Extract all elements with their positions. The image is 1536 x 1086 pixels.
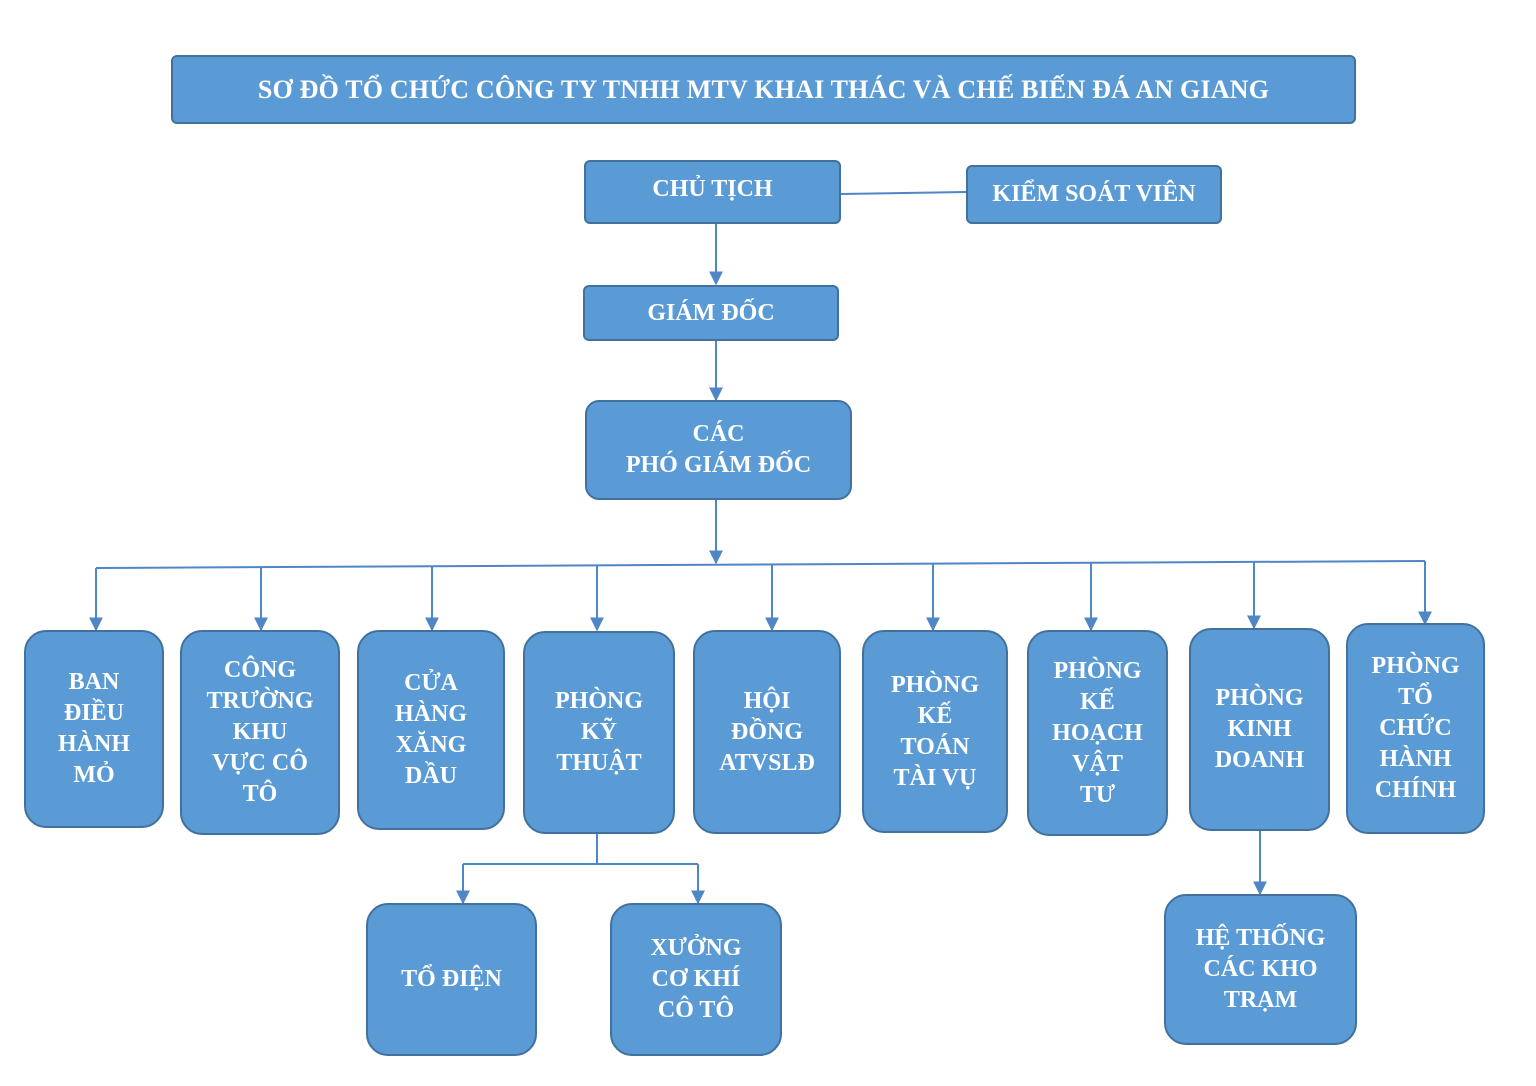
node-planning-dept-label: PHÒNG KẾ HOẠCH VẬT TƯ: [1052, 657, 1143, 808]
chart-title-text: SƠ ĐỒ TỔ CHỨC CÔNG TY TNHH MTV KHAI THÁC…: [257, 75, 1270, 104]
node-electrical-team: TỔ ĐIỆN: [366, 903, 537, 1056]
node-mechanical-workshop: XƯỞNG CƠ KHÍ CÔ TÔ: [610, 903, 782, 1056]
node-deputy-directors: CÁC PHÓ GIÁM ĐỐC: [585, 400, 852, 500]
node-co-to-site-label: CÔNG TRƯỜNG KHU VỰC CÔ TÔ: [206, 657, 314, 807]
node-safety-council: HỘI ĐỒNG ATVSLĐ: [693, 630, 841, 834]
node-deputy-directors-label: CÁC PHÓ GIÁM ĐỐC: [625, 421, 812, 478]
department-bus-line: [95, 560, 1426, 569]
chart-title: SƠ ĐỒ TỔ CHỨC CÔNG TY TNHH MTV KHAI THÁC…: [171, 55, 1356, 124]
node-safety-council-label: HỘI ĐỒNG ATVSLĐ: [719, 687, 815, 776]
node-mechanical-workshop-label: XƯỞNG CƠ KHÍ CÔ TÔ: [650, 935, 742, 1023]
node-admin-dept: PHÒNG TỔ CHỨC HÀNH CHÍNH: [1346, 623, 1485, 834]
node-admin-dept-label: PHÒNG TỔ CHỨC HÀNH CHÍNH: [1371, 653, 1460, 803]
node-technical-dept: PHÒNG KỸ THUẬT: [523, 631, 675, 834]
chairman-controller-line: [839, 191, 967, 195]
node-accounting-dept: PHÒNG KẾ TOÁN TÀI VỤ: [862, 630, 1008, 833]
node-director-label: GIÁM ĐỐC: [647, 299, 775, 326]
node-controller: KIỂM SOÁT VIÊN: [966, 165, 1222, 224]
node-fuel-store: CỬA HÀNG XĂNG DẦU: [357, 630, 505, 830]
node-technical-dept-label: PHÒNG KỸ THUẬT: [555, 688, 643, 776]
node-electrical-team-label: TỔ ĐIỆN: [401, 966, 502, 992]
node-business-dept-label: PHÒNG KINH DOANH: [1214, 685, 1305, 773]
node-chairman-label: CHỦ TỊCH: [652, 176, 773, 202]
node-director: GIÁM ĐỐC: [583, 285, 839, 341]
node-co-to-site: CÔNG TRƯỜNG KHU VỰC CÔ TÔ: [180, 630, 340, 835]
node-mine-board-label: BAN ĐIỀU HÀNH MỎ: [58, 669, 130, 788]
node-business-dept: PHÒNG KINH DOANH: [1189, 628, 1330, 831]
node-chairman: CHỦ TỊCH: [584, 160, 841, 224]
node-warehouse-system-label: HỆ THỐNG CÁC KHO TRẠM: [1195, 925, 1326, 1013]
node-fuel-store-label: CỬA HÀNG XĂNG DẦU: [395, 670, 467, 789]
node-mine-board: BAN ĐIỀU HÀNH MỎ: [24, 630, 164, 828]
node-controller-label: KIỂM SOÁT VIÊN: [992, 181, 1196, 207]
node-warehouse-system: HỆ THỐNG CÁC KHO TRẠM: [1164, 894, 1357, 1045]
node-planning-dept: PHÒNG KẾ HOẠCH VẬT TƯ: [1027, 630, 1168, 836]
node-accounting-dept-label: PHÒNG KẾ TOÁN TÀI VỤ: [891, 671, 979, 791]
